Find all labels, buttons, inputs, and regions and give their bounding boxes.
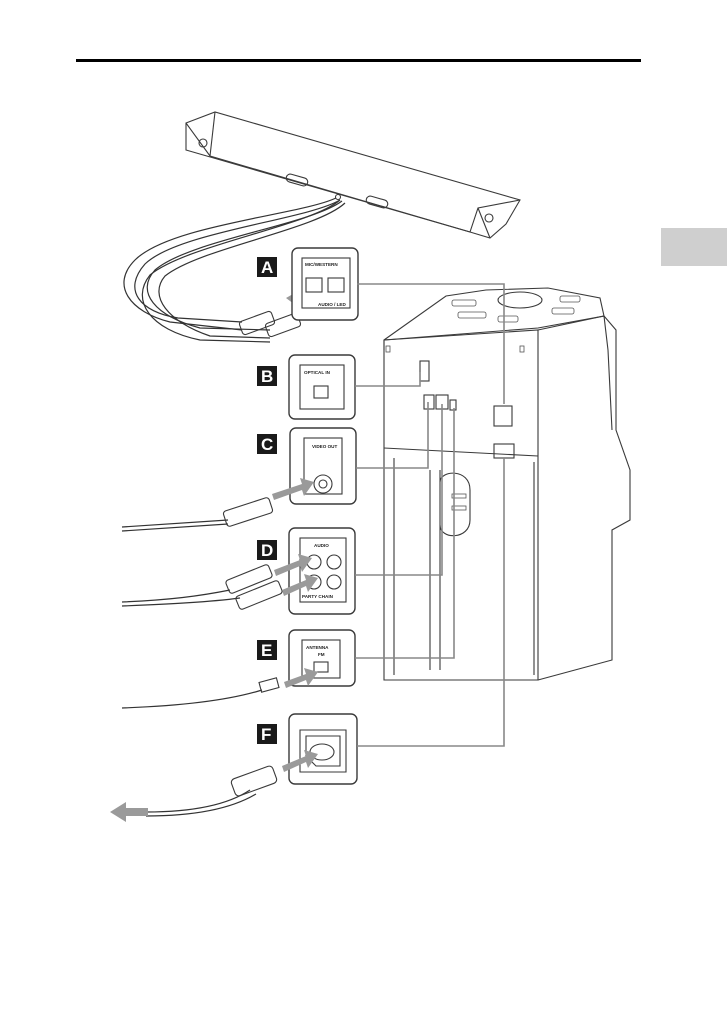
connector-b bbox=[355, 372, 420, 386]
label-e: E bbox=[261, 641, 272, 660]
jack-d-sublabel: PARTY CHAIN bbox=[302, 594, 334, 599]
label-a: A bbox=[261, 258, 273, 277]
jack-f-frame bbox=[289, 714, 357, 784]
main-unit-icon bbox=[384, 288, 630, 680]
jack-c-label: VIDEO OUT bbox=[312, 444, 337, 449]
jack-b-label: OPTICAL IN bbox=[304, 370, 331, 375]
jack-e-label: ANTENNA bbox=[306, 645, 329, 650]
connector-e bbox=[355, 408, 454, 658]
to-outlet-arrow-icon bbox=[110, 802, 148, 822]
jack-d-label: AUDIO bbox=[314, 543, 329, 548]
jack-e-sublabel: FM bbox=[318, 652, 325, 657]
connector-c bbox=[356, 402, 428, 468]
label-d: D bbox=[261, 541, 273, 560]
jack-a-sublabel: AUDIO / LED bbox=[318, 302, 347, 307]
speaker-bar-icon bbox=[186, 112, 520, 238]
label-c: C bbox=[261, 435, 273, 454]
label-f: F bbox=[261, 725, 271, 744]
power-plug-icon bbox=[146, 765, 278, 816]
jack-d-frame bbox=[289, 528, 355, 614]
label-b: B bbox=[261, 367, 273, 386]
connector-d bbox=[355, 404, 442, 575]
jack-a-label: MIC/WESTERN bbox=[305, 262, 338, 267]
